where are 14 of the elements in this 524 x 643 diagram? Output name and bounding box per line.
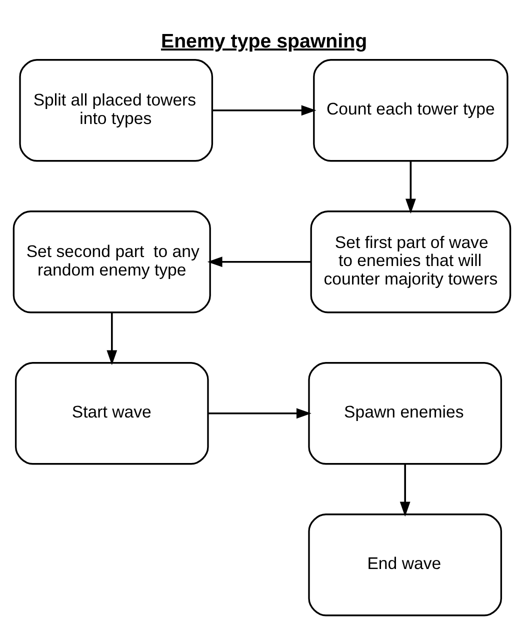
- arrow: [400, 464, 410, 517]
- node-box: Spawn enemies: [308, 362, 502, 465]
- arrow: [212, 105, 316, 116]
- node-box: Set second part to any random enemy type: [12, 210, 211, 314]
- diagram-title: Enemy type spawning: [161, 30, 368, 53]
- arrow: [405, 161, 416, 214]
- node-box: Set first part of wave to enemies that will counter majority towers: [310, 210, 512, 314]
- arrow: [207, 256, 311, 268]
- node-box: End wave: [308, 514, 502, 616]
- arrow: [106, 312, 118, 366]
- arrow: [208, 408, 312, 419]
- node-box: Split all placed towers into types: [19, 59, 214, 162]
- node-box: Start wave: [14, 362, 209, 465]
- node-box: Count each tower type: [313, 59, 508, 162]
